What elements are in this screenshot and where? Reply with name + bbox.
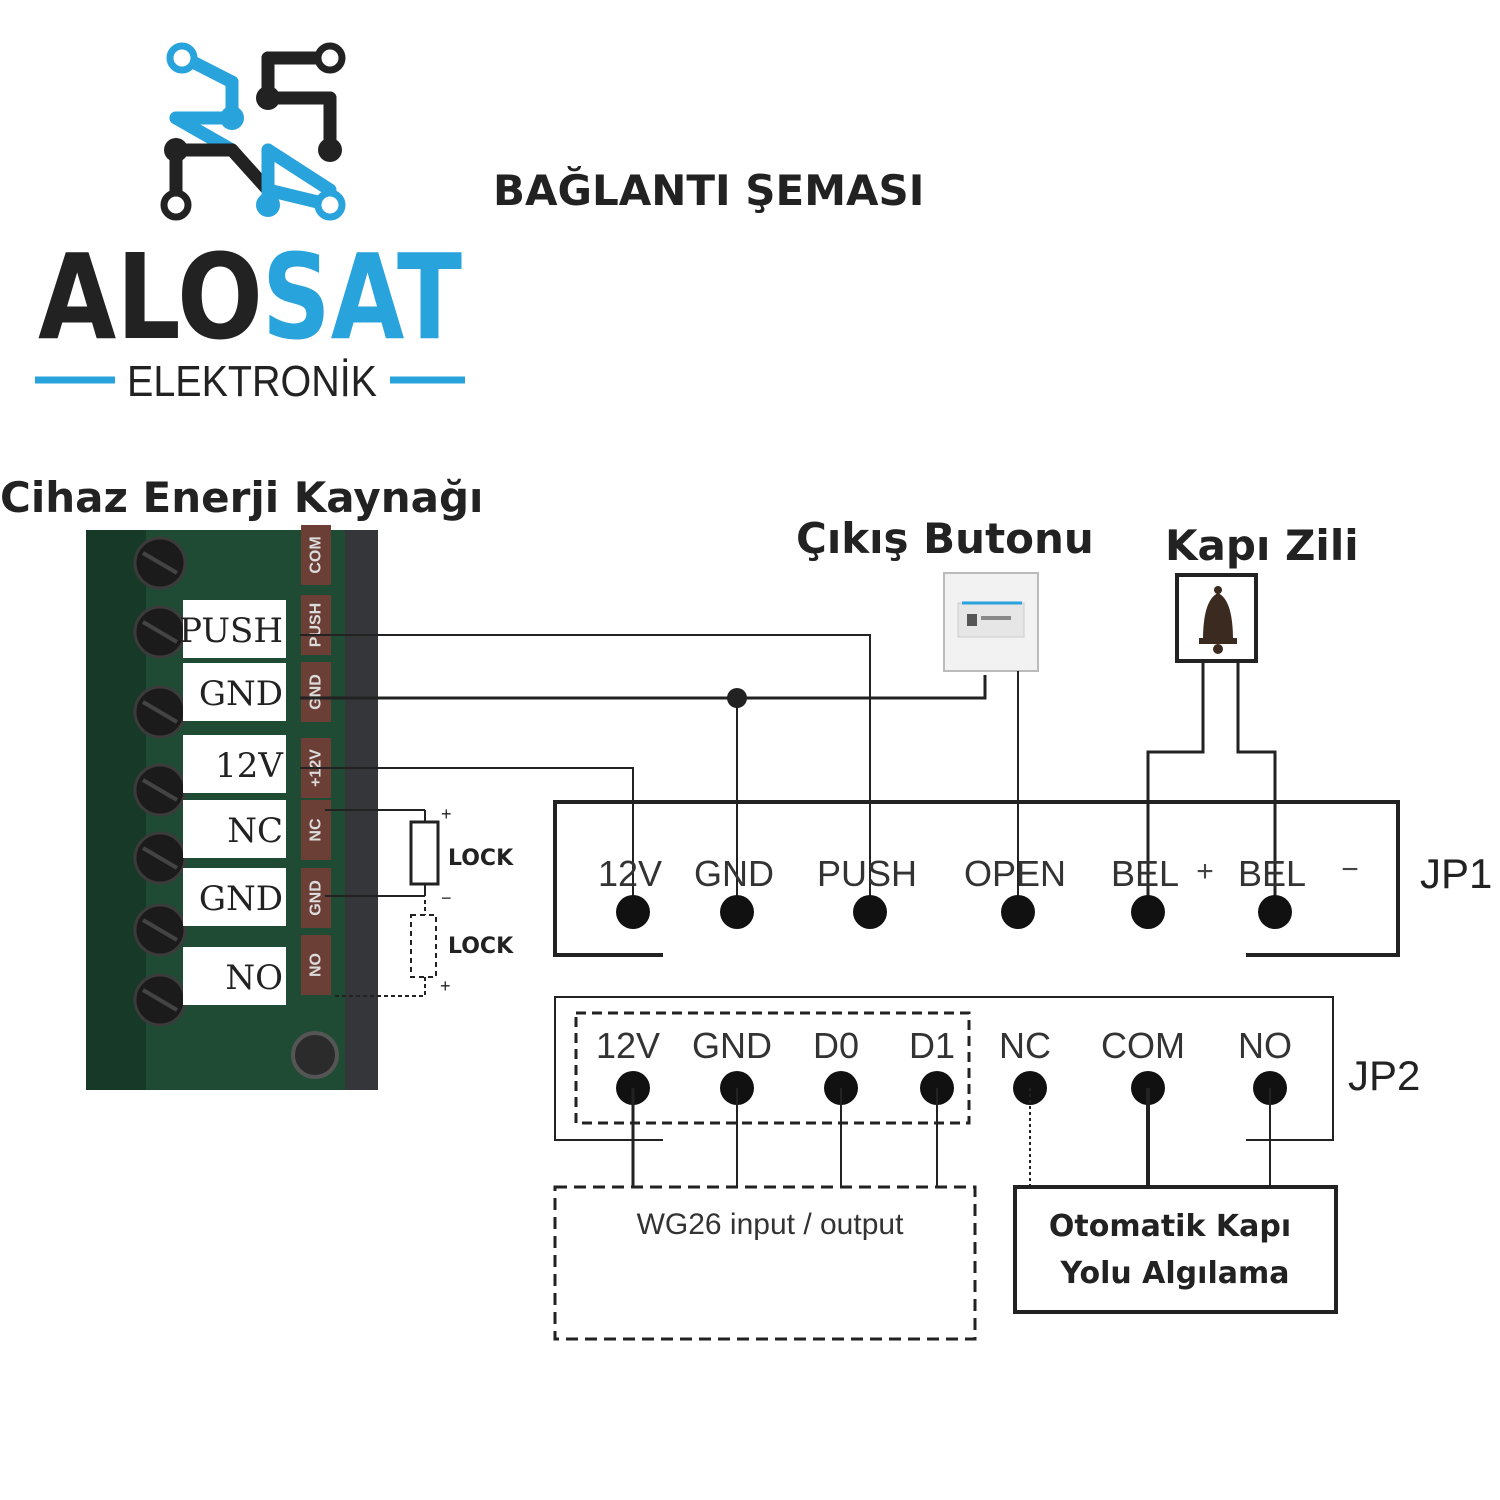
screw-slot-4 <box>141 846 179 870</box>
bell-icon <box>1175 573 1258 663</box>
lock-plus: + <box>441 804 452 824</box>
mount-screw <box>291 1031 339 1079</box>
lock-label-no: LOCK <box>448 934 514 959</box>
wg26-box: WG26 input / output <box>553 1185 977 1341</box>
terminal-label-gnd: GND <box>199 879 283 919</box>
jp2-pin-label-1: GND <box>692 1025 772 1066</box>
side-label-6: NO <box>308 953 325 977</box>
screw-slot-6 <box>141 988 179 1012</box>
auto-door-box: Otomatik Kapı Yolu Algılama <box>1013 1185 1338 1314</box>
screw-slot-5 <box>141 918 179 942</box>
terminal-label-12v: 12V <box>215 746 284 786</box>
logo-subtitle: ELEKTRONİK <box>127 357 377 406</box>
jp2-pin-label-2: D0 <box>813 1025 859 1066</box>
screw-terminals <box>133 536 187 1027</box>
jp1-pin-label-3: OPEN <box>964 853 1066 894</box>
jp1-pin-label-4: BEL <box>1111 853 1179 894</box>
lock-minus: − <box>441 888 452 908</box>
door-bell-title: Kapı Zili <box>1165 521 1359 570</box>
jp1-pin-label-5: BEL <box>1238 853 1306 894</box>
jp1-pin-1 <box>720 895 754 929</box>
wire-gnd <box>300 675 987 700</box>
alosat-logo: ALO SAT ELEKTRONİK <box>35 42 465 406</box>
auto-door-line2: Yolu Algılama <box>1060 1256 1290 1291</box>
auto-door-line1: Otomatik Kapı <box>1049 1209 1291 1244</box>
page-title: BAĞLANTI ŞEMASI <box>493 165 924 215</box>
terminal-label-box-1 <box>183 663 286 721</box>
jp1-bel-plus: + <box>1196 855 1214 888</box>
terminal-label-box-4 <box>183 868 286 926</box>
screw-slot-3 <box>141 778 179 802</box>
wire-bel-minus <box>1236 661 1277 910</box>
terminal-label-push: PUSH <box>179 611 283 651</box>
wg26-label: WG26 input / output <box>637 1208 904 1241</box>
side-label-bg-0 <box>301 525 331 585</box>
jp2-name: JP2 <box>1348 1052 1420 1099</box>
wiring <box>300 634 1277 910</box>
wire-12v <box>300 767 634 910</box>
jp1-name: JP1 <box>1420 850 1492 897</box>
jp2-pin-label-3: D1 <box>909 1025 955 1066</box>
terminal-label-box-5 <box>183 947 286 1005</box>
jp1-bel-minus: − <box>1341 853 1359 886</box>
side-label-bg-1 <box>301 595 331 655</box>
terminal-label-no: NO <box>225 958 283 998</box>
side-label-1: PUSH <box>308 603 325 647</box>
terminal-label-gnd: GND <box>199 674 283 714</box>
exit-button-title: Çıkış Butonu <box>796 514 1094 563</box>
side-label-4: NC <box>308 818 325 842</box>
lock-symbol-no: + LOCK <box>335 900 514 997</box>
side-label-bg-6 <box>301 935 331 995</box>
wiegand-group-outline <box>574 1011 971 1125</box>
terminal-label-nc: NC <box>227 811 283 851</box>
lock-label-nc: LOCK <box>448 846 514 871</box>
side-label-bg-5 <box>301 868 331 928</box>
jp1-pin-3 <box>1001 895 1035 929</box>
side-label-bg-2 <box>301 662 331 722</box>
side-label-2: GND <box>308 674 325 710</box>
jp2-wiring <box>631 1088 1271 1187</box>
screw-slot-1 <box>141 620 179 644</box>
side-label-0: COM <box>308 536 325 573</box>
jp1-pin-2 <box>853 895 887 929</box>
jp1-pin-5 <box>1258 895 1292 929</box>
jp2-pin-label-0: 12V <box>596 1025 660 1066</box>
jp1-pin-4 <box>1131 895 1165 929</box>
lock2-plus: + <box>440 976 451 996</box>
exit-button-icon <box>943 572 1039 672</box>
jp1-pin-label-1: GND <box>694 853 774 894</box>
jp1-pin-label-0: 12V <box>598 853 662 894</box>
wire-push <box>300 634 871 910</box>
terminal-label-box-0 <box>183 600 286 658</box>
screw-slot-0 <box>141 551 179 575</box>
screw-slot-2 <box>141 700 179 724</box>
terminal-label-box-2 <box>183 735 286 793</box>
jp2-pin-label-5: COM <box>1101 1025 1185 1066</box>
logo-name-dark: ALO <box>38 228 263 366</box>
terminal-label-box-3 <box>183 800 286 858</box>
jp2-pin-label-6: NO <box>1238 1025 1292 1066</box>
logo-emblem-icon <box>160 42 346 221</box>
jp1-pin-label-2: PUSH <box>817 853 917 894</box>
wire-bel-plus <box>1146 661 1205 910</box>
jp1-connector: 12V GND PUSH OPEN BEL BEL + − JP1 <box>553 800 1492 957</box>
jp1-pin-0 <box>616 895 650 929</box>
lock-symbol-nc: + − LOCK <box>325 804 514 908</box>
power-source-title: Cihaz Enerji Kaynağı <box>0 473 483 522</box>
terminal-labels: PUSH GND 12V NC GND NO <box>179 600 286 1005</box>
side-label-5: GND <box>308 880 325 916</box>
logo-name-accent: SAT <box>262 228 462 366</box>
wire-junction <box>727 688 747 708</box>
jp2-connector: 12V GND D0 D1 NC COM NO JP2 <box>554 996 1420 1141</box>
jp2-pin-label-4: NC <box>999 1025 1051 1066</box>
